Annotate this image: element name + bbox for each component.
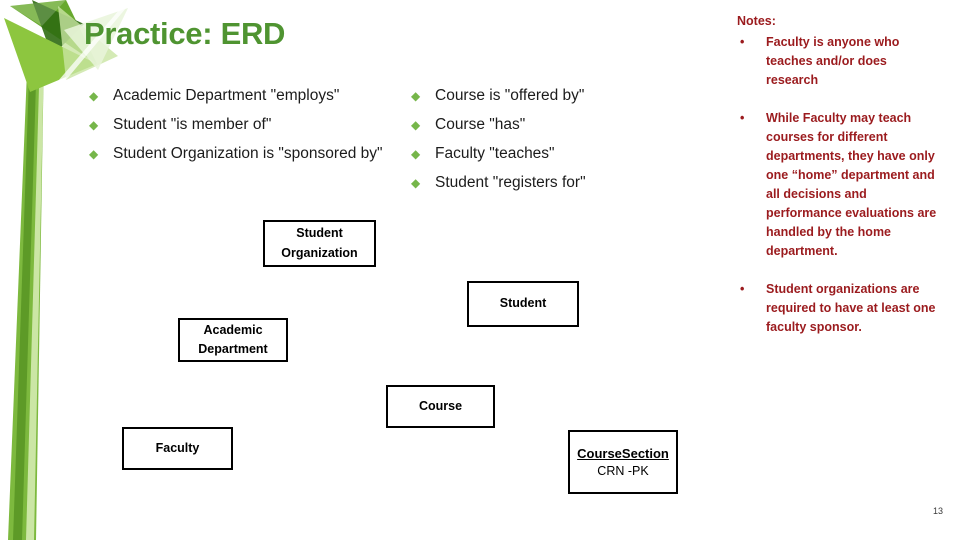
diamond-bullet-icon: ◆ [411,147,421,161]
diamond-bullet-icon: ◆ [89,147,99,161]
list-item: ◆ Student "is member of" [86,115,386,135]
notes-panel: Notes: • Faculty is anyone who teaches a… [737,12,939,356]
bullet-text: Course "has" [435,116,526,133]
entity-label: Academic Department [198,322,268,356]
entity-box-student-organization: Student Organization [263,220,376,267]
list-item: ◆ Course is "offered by" [408,86,628,106]
entity-label: Student [499,296,547,311]
bullet-list-left: ◆ Academic Department "employs" ◆ Studen… [86,86,386,173]
notes-heading: Notes: [737,14,776,28]
list-item: ◆ Faculty "teaches" [408,144,628,164]
diamond-bullet-icon: ◆ [411,89,421,103]
slide-accent-decoration [4,0,131,540]
page-title: Practice: ERD [84,16,286,51]
diamond-bullet-icon: ◆ [411,118,421,132]
note-text: While Faculty may teach courses for diff… [766,111,937,258]
entity-attribute-crn-pk: CRN -PK [597,464,649,478]
list-item: ◆ Student Organization is "sponsored by" [86,144,386,164]
entity-box-student: Student [467,281,579,327]
bullet-text: Student Organization is "sponsored by" [113,145,383,162]
entity-label: Course [418,398,463,413]
list-item: ◆ Course "has" [408,115,628,135]
list-item: ◆ Academic Department "employs" [86,86,386,106]
note-text: Faculty is anyone who teaches and/or doe… [766,35,900,87]
bullet-text: Course is "offered by" [435,87,585,104]
bullet-list-right: ◆ Course is "offered by" ◆ Course "has" … [408,86,628,202]
entity-label: Faculty [155,440,200,455]
entity-box-course: Course [386,385,495,428]
list-item: ◆ Student "registers for" [408,173,628,193]
entity-box-academic-department: Academic Department [178,318,288,362]
entity-label: CourseSection [577,446,669,461]
bullet-text: Academic Department "employs" [113,87,340,104]
dot-bullet-icon: • [740,111,745,125]
note-item: • Student organizations are required to … [737,280,939,337]
dot-bullet-icon: • [740,282,745,296]
entity-box-course-section: CourseSection CRN -PK [568,430,678,494]
diamond-bullet-icon: ◆ [89,89,99,103]
note-item: • While Faculty may teach courses for di… [737,109,939,261]
bullet-text: Student "is member of" [113,116,272,133]
bullet-text: Student "registers for" [435,174,586,191]
diamond-bullet-icon: ◆ [411,176,421,190]
entity-label: Student Organization [281,226,358,260]
page-number: 13 [933,506,944,516]
bullet-text: Faculty "teaches" [435,145,555,162]
entity-box-faculty: Faculty [122,427,233,470]
diamond-bullet-icon: ◆ [89,118,99,132]
note-item: • Faculty is anyone who teaches and/or d… [737,33,939,90]
dot-bullet-icon: • [740,35,745,49]
note-text: Student organizations are required to ha… [766,282,936,334]
